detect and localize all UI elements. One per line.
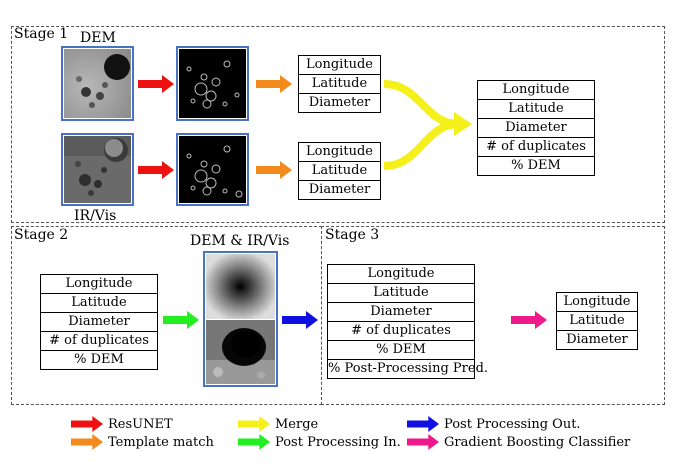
table-cell: Diameter bbox=[556, 330, 638, 350]
resunet-output-top bbox=[179, 49, 246, 118]
dem-image-frame bbox=[61, 46, 134, 121]
legend-label: Post Processing In. bbox=[275, 434, 401, 450]
legend-label: Gradient Boosting Classifier bbox=[444, 434, 631, 450]
legend-item-template-match: Template match bbox=[70, 432, 214, 452]
irvis-image bbox=[64, 136, 131, 203]
legend-label: Template match bbox=[108, 434, 214, 450]
legend-label: Merge bbox=[275, 416, 319, 432]
blue-arrow-icon bbox=[407, 416, 439, 432]
stage-3-input-table: Longitude Latitude Diameter # of duplica… bbox=[327, 264, 488, 379]
orange-arrow-icon bbox=[256, 75, 292, 93]
stage-3-panel bbox=[321, 226, 665, 405]
yellow-arrow-head-icon bbox=[454, 112, 472, 136]
red-arrow-icon bbox=[71, 416, 103, 432]
stage-2-label: Stage 2 bbox=[14, 227, 69, 243]
red-arrow-icon bbox=[138, 161, 174, 179]
table-cell: % Post-Processing Pred. bbox=[327, 359, 488, 379]
dem-image bbox=[64, 49, 131, 118]
table-cell: Diameter bbox=[298, 93, 381, 113]
green-arrow-icon bbox=[238, 434, 270, 450]
stage-1-panel bbox=[11, 26, 665, 223]
magenta-arrow-icon bbox=[511, 311, 547, 329]
legend-item-merge: Merge bbox=[237, 414, 318, 434]
magenta-arrow-icon bbox=[407, 434, 439, 450]
template-output-table-bottom: Longitude Latitude Diameter bbox=[298, 142, 381, 200]
table-cell: % DEM bbox=[40, 350, 158, 370]
yellow-arrow-icon bbox=[238, 416, 270, 432]
orange-arrow-icon bbox=[256, 161, 292, 179]
legend-item-gradient-boosting: Gradient Boosting Classifier bbox=[406, 432, 630, 452]
dem-caption: DEM bbox=[80, 30, 116, 46]
irvis-crop-image bbox=[206, 320, 275, 384]
table-cell: % DEM bbox=[477, 156, 595, 176]
blue-arrow-icon bbox=[282, 311, 318, 329]
legend-item-post-processing-in: Post Processing In. bbox=[237, 432, 401, 452]
orange-arrow-icon bbox=[71, 434, 103, 450]
resunet-output-top-frame bbox=[176, 46, 249, 121]
table-cell: Diameter bbox=[298, 180, 381, 200]
red-arrow-icon bbox=[138, 75, 174, 93]
irvis-image-frame bbox=[61, 133, 134, 206]
resunet-output-bottom-frame bbox=[176, 133, 249, 206]
final-output-table: Longitude Latitude Diameter bbox=[556, 292, 638, 350]
yellow-merge-arrow-icon bbox=[383, 80, 459, 170]
merged-output-table: Longitude Latitude Diameter # of duplica… bbox=[477, 80, 595, 176]
stage-1-label: Stage 1 bbox=[14, 26, 69, 42]
stage-2-input-table: Longitude Latitude Diameter # of duplica… bbox=[40, 274, 158, 370]
dem-crop-image bbox=[206, 254, 275, 319]
green-arrow-icon bbox=[163, 311, 199, 329]
dem-irvis-caption: DEM & IR/Vis bbox=[190, 233, 290, 249]
template-output-table-top: Longitude Latitude Diameter bbox=[298, 55, 381, 113]
legend-item-resunet: ResUNET bbox=[70, 414, 173, 434]
dem-irvis-image-frame bbox=[203, 251, 278, 387]
resunet-output-bottom bbox=[179, 136, 246, 203]
legend-label: ResUNET bbox=[108, 416, 173, 432]
legend-item-post-processing-out: Post Processing Out. bbox=[406, 414, 581, 434]
legend-label: Post Processing Out. bbox=[444, 416, 581, 432]
stage-3-label: Stage 3 bbox=[325, 227, 380, 243]
irvis-caption: IR/Vis bbox=[74, 208, 117, 224]
